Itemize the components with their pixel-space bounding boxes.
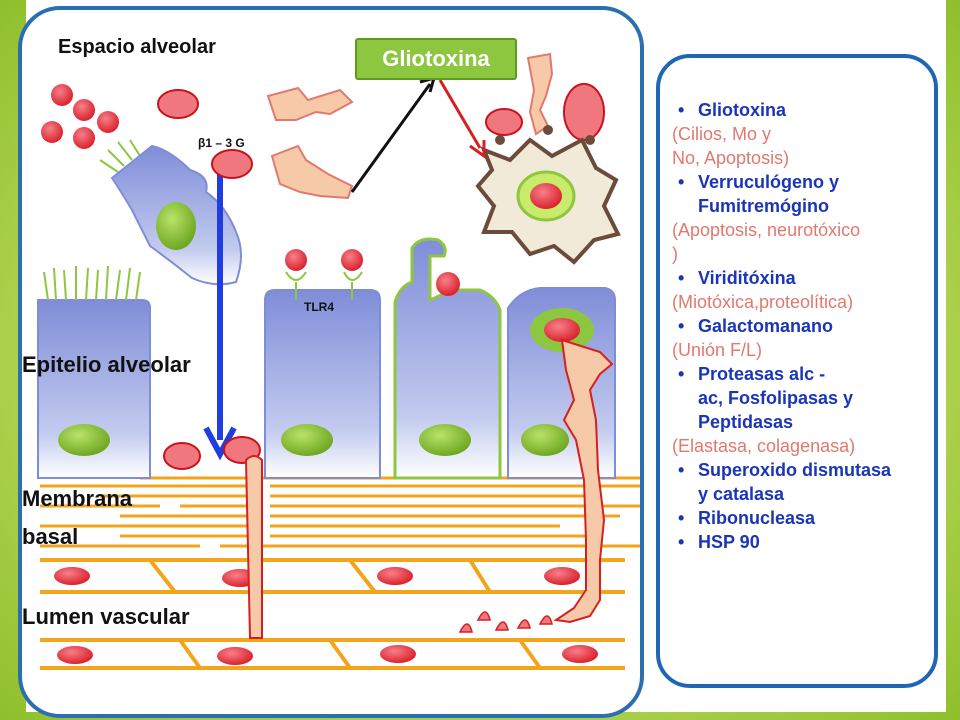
tlr4-spores	[285, 249, 363, 300]
label-tlr4: TLR4	[304, 300, 334, 314]
red-blood-cells	[54, 567, 598, 665]
epithelial-cells	[37, 237, 616, 480]
label-membrana: Membrana	[22, 486, 133, 511]
swollen-spores	[157, 83, 605, 470]
hyphae-alveolar	[266, 52, 554, 200]
item-title: Galactomanano	[698, 316, 834, 336]
label-espacio-alveolar: Espacio alveolar	[58, 36, 216, 58]
macrophage	[475, 125, 621, 265]
item-title: Fumitremógino	[698, 196, 829, 216]
list-item-galactomanano: •Galactomanano (Unión F/L)	[672, 314, 934, 362]
gliotoxina-box: Gliotoxina	[355, 38, 517, 80]
item-sub: No, Apoptosis)	[672, 148, 790, 168]
list-item-superoxido: •Superoxido dismutasa y catalasa	[672, 458, 934, 506]
item-title: Proteasas alc -	[698, 364, 826, 384]
blue-arrow	[203, 172, 237, 461]
list-item-proteasas: •Proteasas alc - ac, Fosfolipasas y Pept…	[672, 362, 934, 458]
label-basal: basal	[22, 524, 79, 549]
item-title: y catalasa	[698, 484, 785, 504]
item-title: Verruculógeno y	[698, 172, 840, 192]
label-epitelio-alveolar: Epitelio alveolar	[22, 352, 191, 377]
item-title: Superoxido dismutasa	[698, 460, 892, 480]
label-lumen-vascular: Lumen vascular	[22, 604, 190, 629]
list-item-hsp90: •HSP 90	[678, 532, 760, 552]
gliotoxin-arrows	[350, 75, 486, 193]
basal-membrane	[40, 476, 640, 548]
item-sub: (Apoptosis, neurotóxico	[672, 220, 861, 240]
item-sub: )	[672, 244, 678, 264]
detaching-cell	[110, 144, 242, 286]
toxin-list: •Gliotoxina (Cilios, Mo y No, Apoptosis)…	[672, 98, 934, 554]
item-sub: (Unión F/L)	[672, 340, 763, 360]
invading-hyphae	[244, 338, 614, 639]
list-item-viriditoxina: •Viriditóxina (Miotóxica,proteolítica)	[672, 266, 934, 314]
conidia-vascular	[458, 611, 553, 633]
item-title: ac, Fosfolipasas y	[698, 388, 854, 408]
list-item-ribonucleasa: •Ribonucleasa	[678, 508, 816, 528]
list-item-gliotoxina: •Gliotoxina (Cilios, Mo y No, Apoptosis)	[672, 98, 934, 170]
cilia	[43, 139, 141, 301]
vascular-walls	[40, 558, 625, 670]
item-title: Viriditóxina	[698, 268, 796, 288]
item-sub: (Cilios, Mo y	[672, 124, 772, 144]
item-sub: (Elastasa, colagenasa)	[672, 436, 856, 456]
item-title: Ribonucleasa	[698, 508, 816, 528]
item-title: Peptidasas	[698, 412, 794, 432]
item-sub: (Miotóxica,proteolítica)	[672, 292, 854, 312]
label-beta-glucan: β1 – 3 G	[198, 136, 245, 150]
spores	[41, 84, 119, 149]
item-title: Gliotoxina	[698, 100, 787, 120]
right-panel	[656, 54, 938, 688]
item-title: HSP 90	[698, 532, 760, 552]
list-item-verruculogeno: •Verruculógeno y Fumitremógino (Apoptosi…	[672, 170, 934, 266]
